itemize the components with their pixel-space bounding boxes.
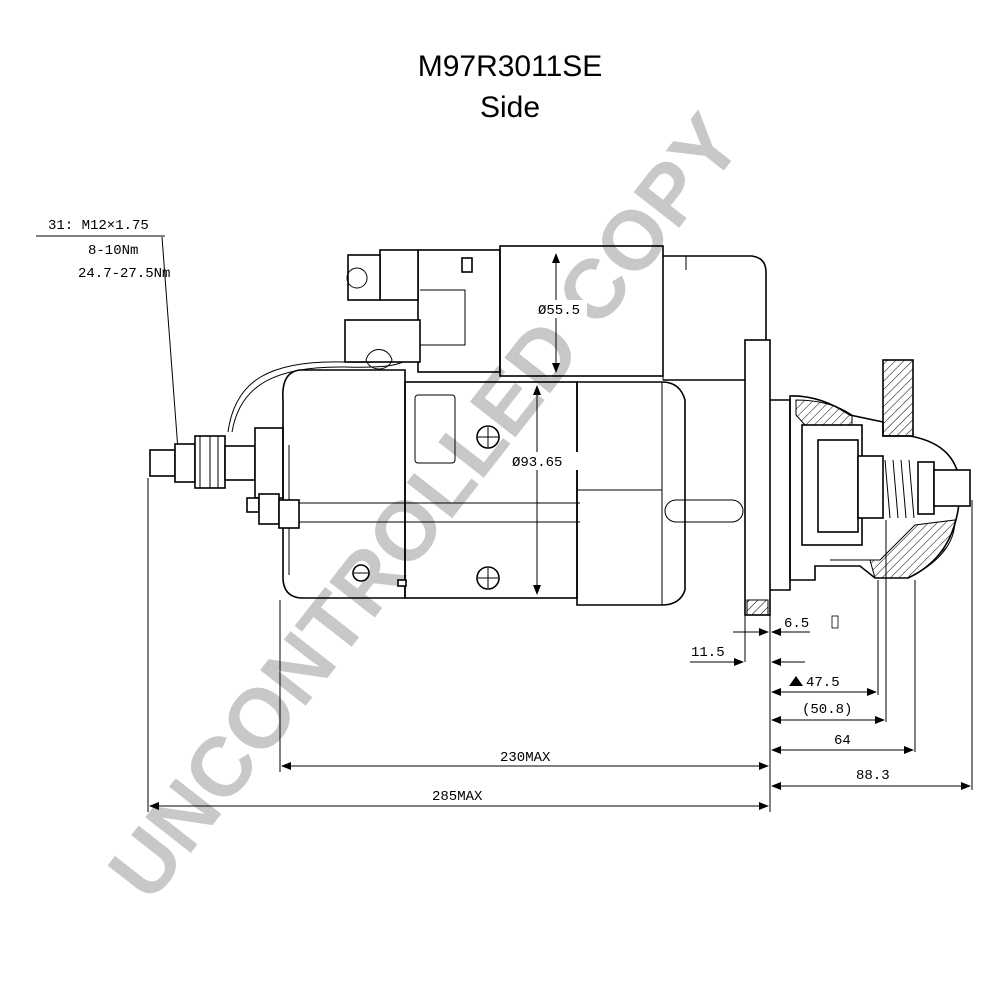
dim-solenoid-diameter: Ø55.5 — [538, 303, 580, 319]
flange-offset-dim: 11.5 — [690, 645, 805, 666]
watermark-text: UNCONTROLLED COPY — [90, 97, 759, 916]
triangle-icon — [789, 676, 803, 686]
pinion-housing — [789, 359, 971, 581]
terminal-thread-label: 31: M12×1.75 — [48, 218, 149, 234]
pinion-dim-88-3: 88.3 — [771, 768, 971, 790]
pinion-dim-64: 64 — [771, 733, 914, 754]
pinion-dim-50-8: (50.8) — [771, 702, 885, 724]
length-dim-230: 230MAX — [281, 750, 769, 770]
terminal-torque-range: 24.7-27.5Nm — [78, 266, 170, 282]
screw-icon — [476, 566, 500, 590]
screw-icon — [476, 425, 500, 449]
dim-length-285: 285MAX — [432, 789, 483, 805]
terminal-callout: 31: M12×1.75 8-10Nm 24.7-27.5Nm — [36, 218, 179, 451]
dim-pinion-64: 64 — [834, 733, 851, 749]
terminal-torque-nm: 8-10Nm — [88, 243, 138, 259]
drawing-subtitle: Side — [480, 91, 540, 124]
solenoid-wire — [227, 351, 411, 433]
dim-length-230: 230MAX — [500, 750, 551, 766]
dim-pinion-88-3: 88.3 — [856, 768, 890, 784]
mounting-flange — [744, 339, 791, 616]
dim-flange-6-5: 6.5 — [784, 616, 809, 632]
terminal-stud — [149, 427, 284, 499]
length-dim-285: 285MAX — [149, 789, 769, 810]
flange-thickness-dim: 6.5 — [733, 615, 839, 636]
pinion-dim-47-5: 47.5 — [771, 675, 877, 696]
body-diameter-dim: Ø93.65 — [508, 385, 578, 595]
dim-pinion-50-8: (50.8) — [802, 702, 852, 718]
screw-icon — [352, 564, 370, 582]
solenoid — [344, 245, 767, 381]
drawing-title: M97R3011SE — [418, 50, 603, 83]
dim-flange-11-5: 11.5 — [691, 645, 725, 661]
callout-leader — [161, 236, 179, 451]
drive-slot — [664, 499, 744, 523]
dim-body-diameter: Ø93.65 — [512, 455, 562, 471]
drive-housing — [576, 381, 686, 606]
yoke-window — [414, 394, 456, 464]
solenoid-diameter-dim: Ø55.5 — [535, 253, 587, 373]
through-bolt — [246, 493, 580, 529]
dim-pinion-47-5: 47.5 — [806, 675, 840, 691]
